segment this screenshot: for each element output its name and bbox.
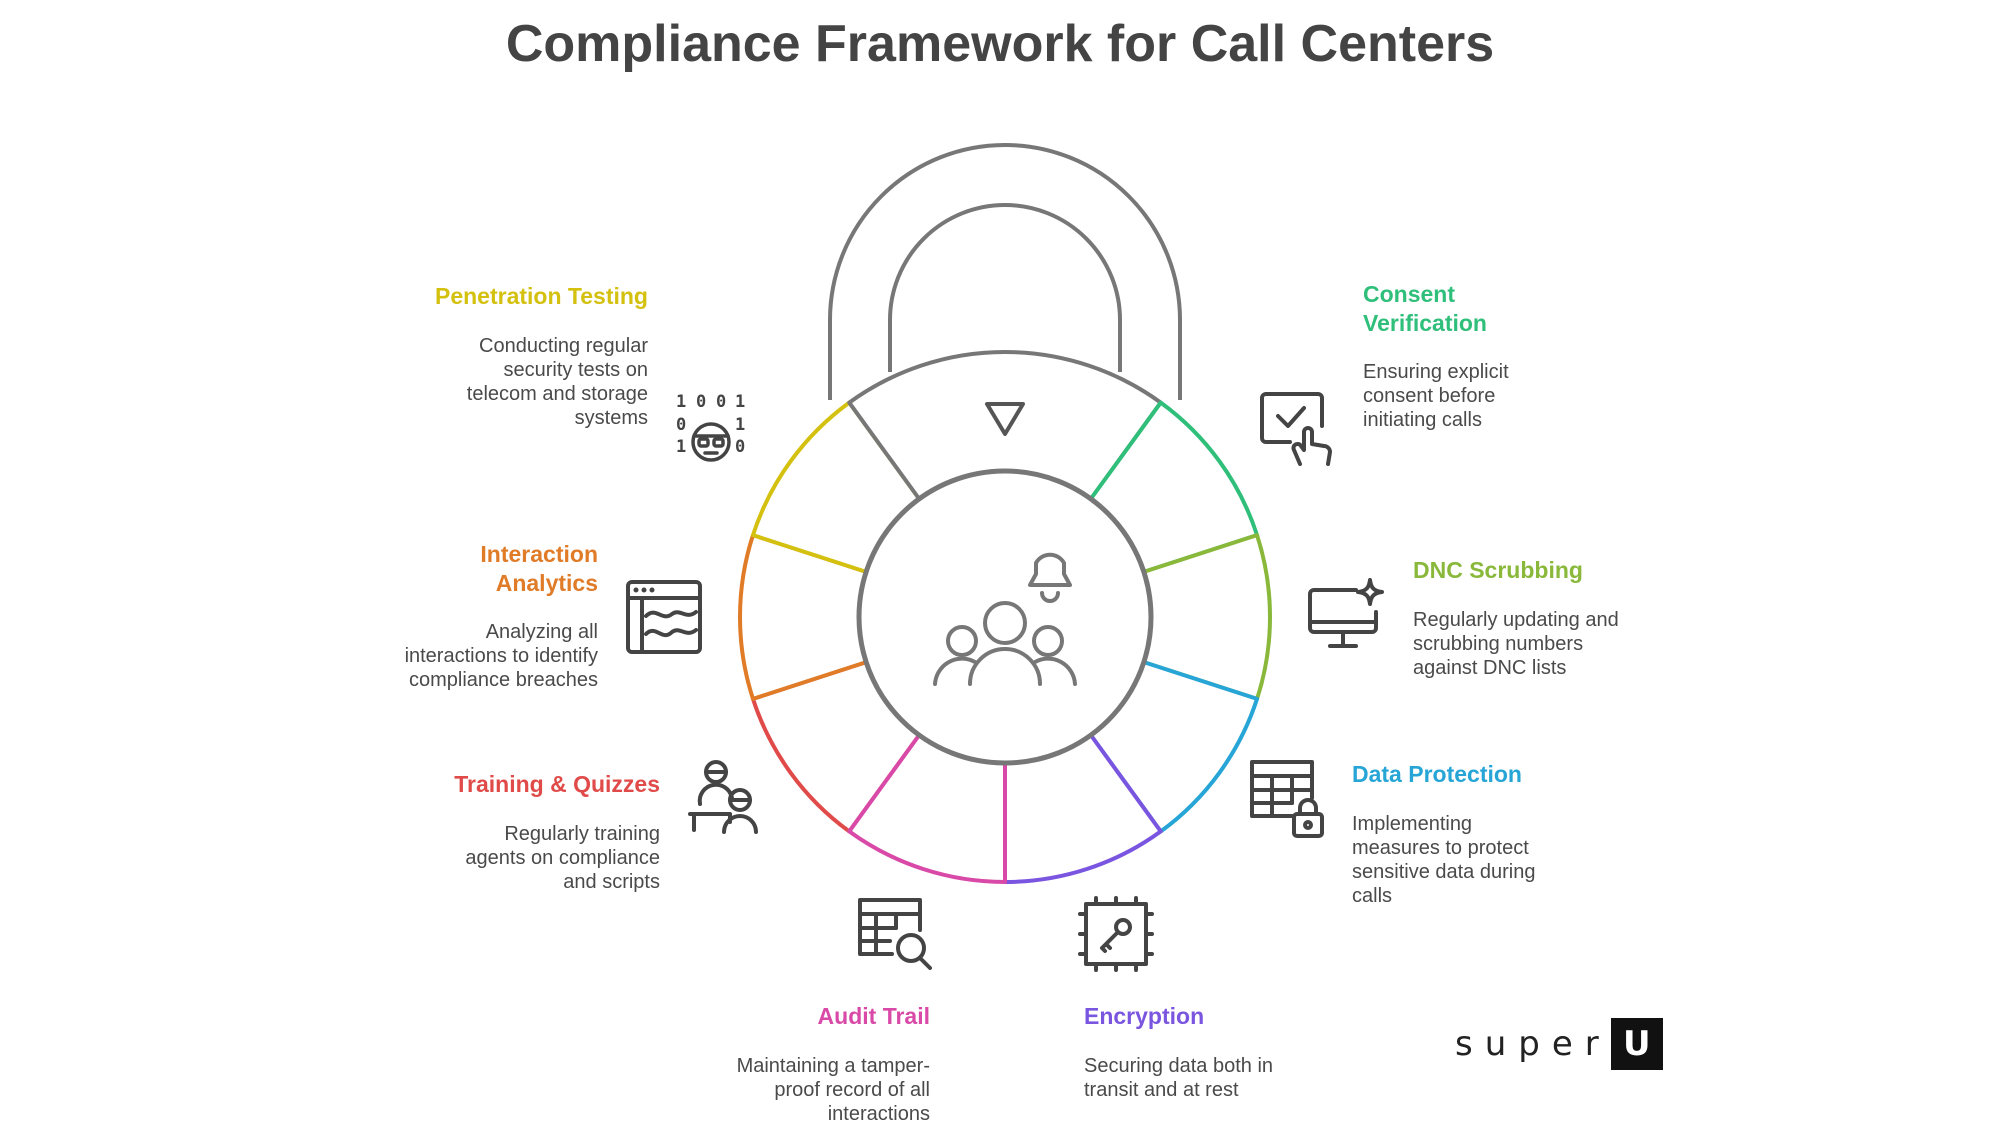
encryption-heading-text: Encryption — [1084, 1003, 1205, 1029]
penetration-desc-line: Conducting regular — [479, 335, 648, 357]
interaction-heading: Interaction Analytics — [398, 540, 598, 598]
audit-heading: Audit Trail — [700, 1002, 930, 1031]
consent-desc-line: initiating calls — [1363, 409, 1482, 431]
consent-desc-line: consent before — [1363, 385, 1496, 407]
interaction-desc-line: Analyzing all — [485, 621, 598, 643]
encryption-desc: Securing data both in transit and at res… — [1084, 1054, 1334, 1102]
training-desc: Regularly training agents on compliance … — [410, 822, 660, 894]
penetration-heading: Penetration Testing — [300, 282, 648, 311]
page-title: Compliance Framework for Call Centers — [505, 15, 1495, 73]
padlock-shackle-outer — [828, 143, 1182, 400]
data-protection-heading: Data Protection — [1352, 760, 1652, 789]
penetration-desc: Conducting regular security tests on tel… — [348, 334, 648, 430]
data-protection-desc-line: calls — [1352, 885, 1393, 907]
consent-heading-line: Verification — [1363, 310, 1487, 336]
data-protection-heading-text: Data Protection — [1352, 761, 1522, 787]
dnc-heading-text: DNC Scrubbing — [1413, 557, 1583, 583]
interaction-heading-line: Analytics — [495, 570, 598, 596]
svg-text:0: 0 — [716, 392, 726, 412]
audit-desc: Maintaining a tamper- proof record of al… — [700, 1054, 930, 1126]
padlock-ring — [738, 350, 1272, 884]
center-team-bell-icon — [933, 552, 1077, 686]
dnc-desc-line: scrubbing numbers — [1413, 633, 1584, 655]
superu-logo: super U — [1455, 1018, 1663, 1070]
table-search-icon — [858, 898, 932, 970]
training-desc-line: and scripts — [563, 871, 660, 893]
dnc-desc: Regularly updating and scrubbing numbers… — [1413, 608, 1673, 680]
penetration-heading-text: Penetration Testing — [435, 283, 648, 309]
svg-text:1: 1 — [735, 415, 745, 435]
consent-desc-line: Ensuring explicit — [1363, 361, 1509, 383]
penetration-desc-line: security tests on — [503, 359, 648, 381]
audit-desc-line: proof record of all — [774, 1079, 930, 1101]
svg-text:0: 0 — [676, 415, 686, 435]
chip-key-icon — [1078, 896, 1154, 972]
encryption-desc-line: transit and at rest — [1084, 1079, 1239, 1101]
training-heading-text: Training & Quizzes — [454, 771, 660, 797]
training-desc-line: Regularly training — [504, 823, 660, 845]
dnc-desc-line: Regularly updating and — [1413, 609, 1619, 631]
interaction-desc: Analyzing all interactions to identify c… — [348, 620, 598, 692]
table-lock-icon — [1250, 760, 1324, 838]
penetration-desc-line: systems — [574, 407, 648, 429]
svg-text:0: 0 — [735, 437, 745, 457]
audit-heading-text: Audit Trail — [817, 1003, 930, 1029]
audit-desc-line: interactions — [827, 1103, 930, 1125]
teacher-student-icon — [688, 760, 758, 834]
interaction-desc-line: compliance breaches — [409, 669, 598, 691]
keyhole-triangle-icon — [985, 402, 1025, 436]
consent-desc: Ensuring explicit consent before initiat… — [1363, 360, 1613, 432]
interaction-heading-line: Interaction — [480, 541, 598, 567]
padlock-inner-circle — [856, 468, 1154, 766]
svg-text:1: 1 — [735, 392, 745, 412]
data-protection-desc-line: measures to protect — [1352, 837, 1529, 859]
data-protection-desc: Implementing measures to protect sensiti… — [1352, 812, 1602, 908]
consent-heading: Consent Verification — [1363, 280, 1663, 338]
consent-heading-line: Consent — [1363, 281, 1455, 307]
training-desc-line: agents on compliance — [465, 847, 660, 869]
padlock-shackle-inner — [888, 203, 1122, 372]
checkbox-tap-icon — [1260, 392, 1332, 466]
svg-text:1: 1 — [676, 437, 686, 457]
penetration-desc-line: telecom and storage — [466, 383, 648, 405]
logo-text: super — [1455, 1024, 1611, 1064]
monitor-sparkle-icon — [1308, 578, 1384, 648]
svg-text:0: 0 — [696, 392, 706, 412]
training-heading: Training & Quizzes — [360, 770, 660, 799]
analytics-window-icon — [626, 580, 702, 654]
data-protection-desc-line: sensitive data during — [1352, 861, 1536, 883]
dnc-desc-line: against DNC lists — [1413, 657, 1567, 679]
encryption-heading: Encryption — [1084, 1002, 1334, 1031]
logo-box: U — [1610, 1018, 1663, 1070]
dnc-heading: DNC Scrubbing — [1413, 556, 1713, 585]
svg-text:1: 1 — [676, 392, 686, 412]
audit-desc-line: Maintaining a tamper- — [736, 1055, 930, 1077]
encryption-desc-line: Securing data both in — [1084, 1055, 1274, 1077]
data-protection-desc-line: Implementing — [1352, 813, 1473, 835]
interaction-desc-line: interactions to identify — [404, 645, 598, 667]
